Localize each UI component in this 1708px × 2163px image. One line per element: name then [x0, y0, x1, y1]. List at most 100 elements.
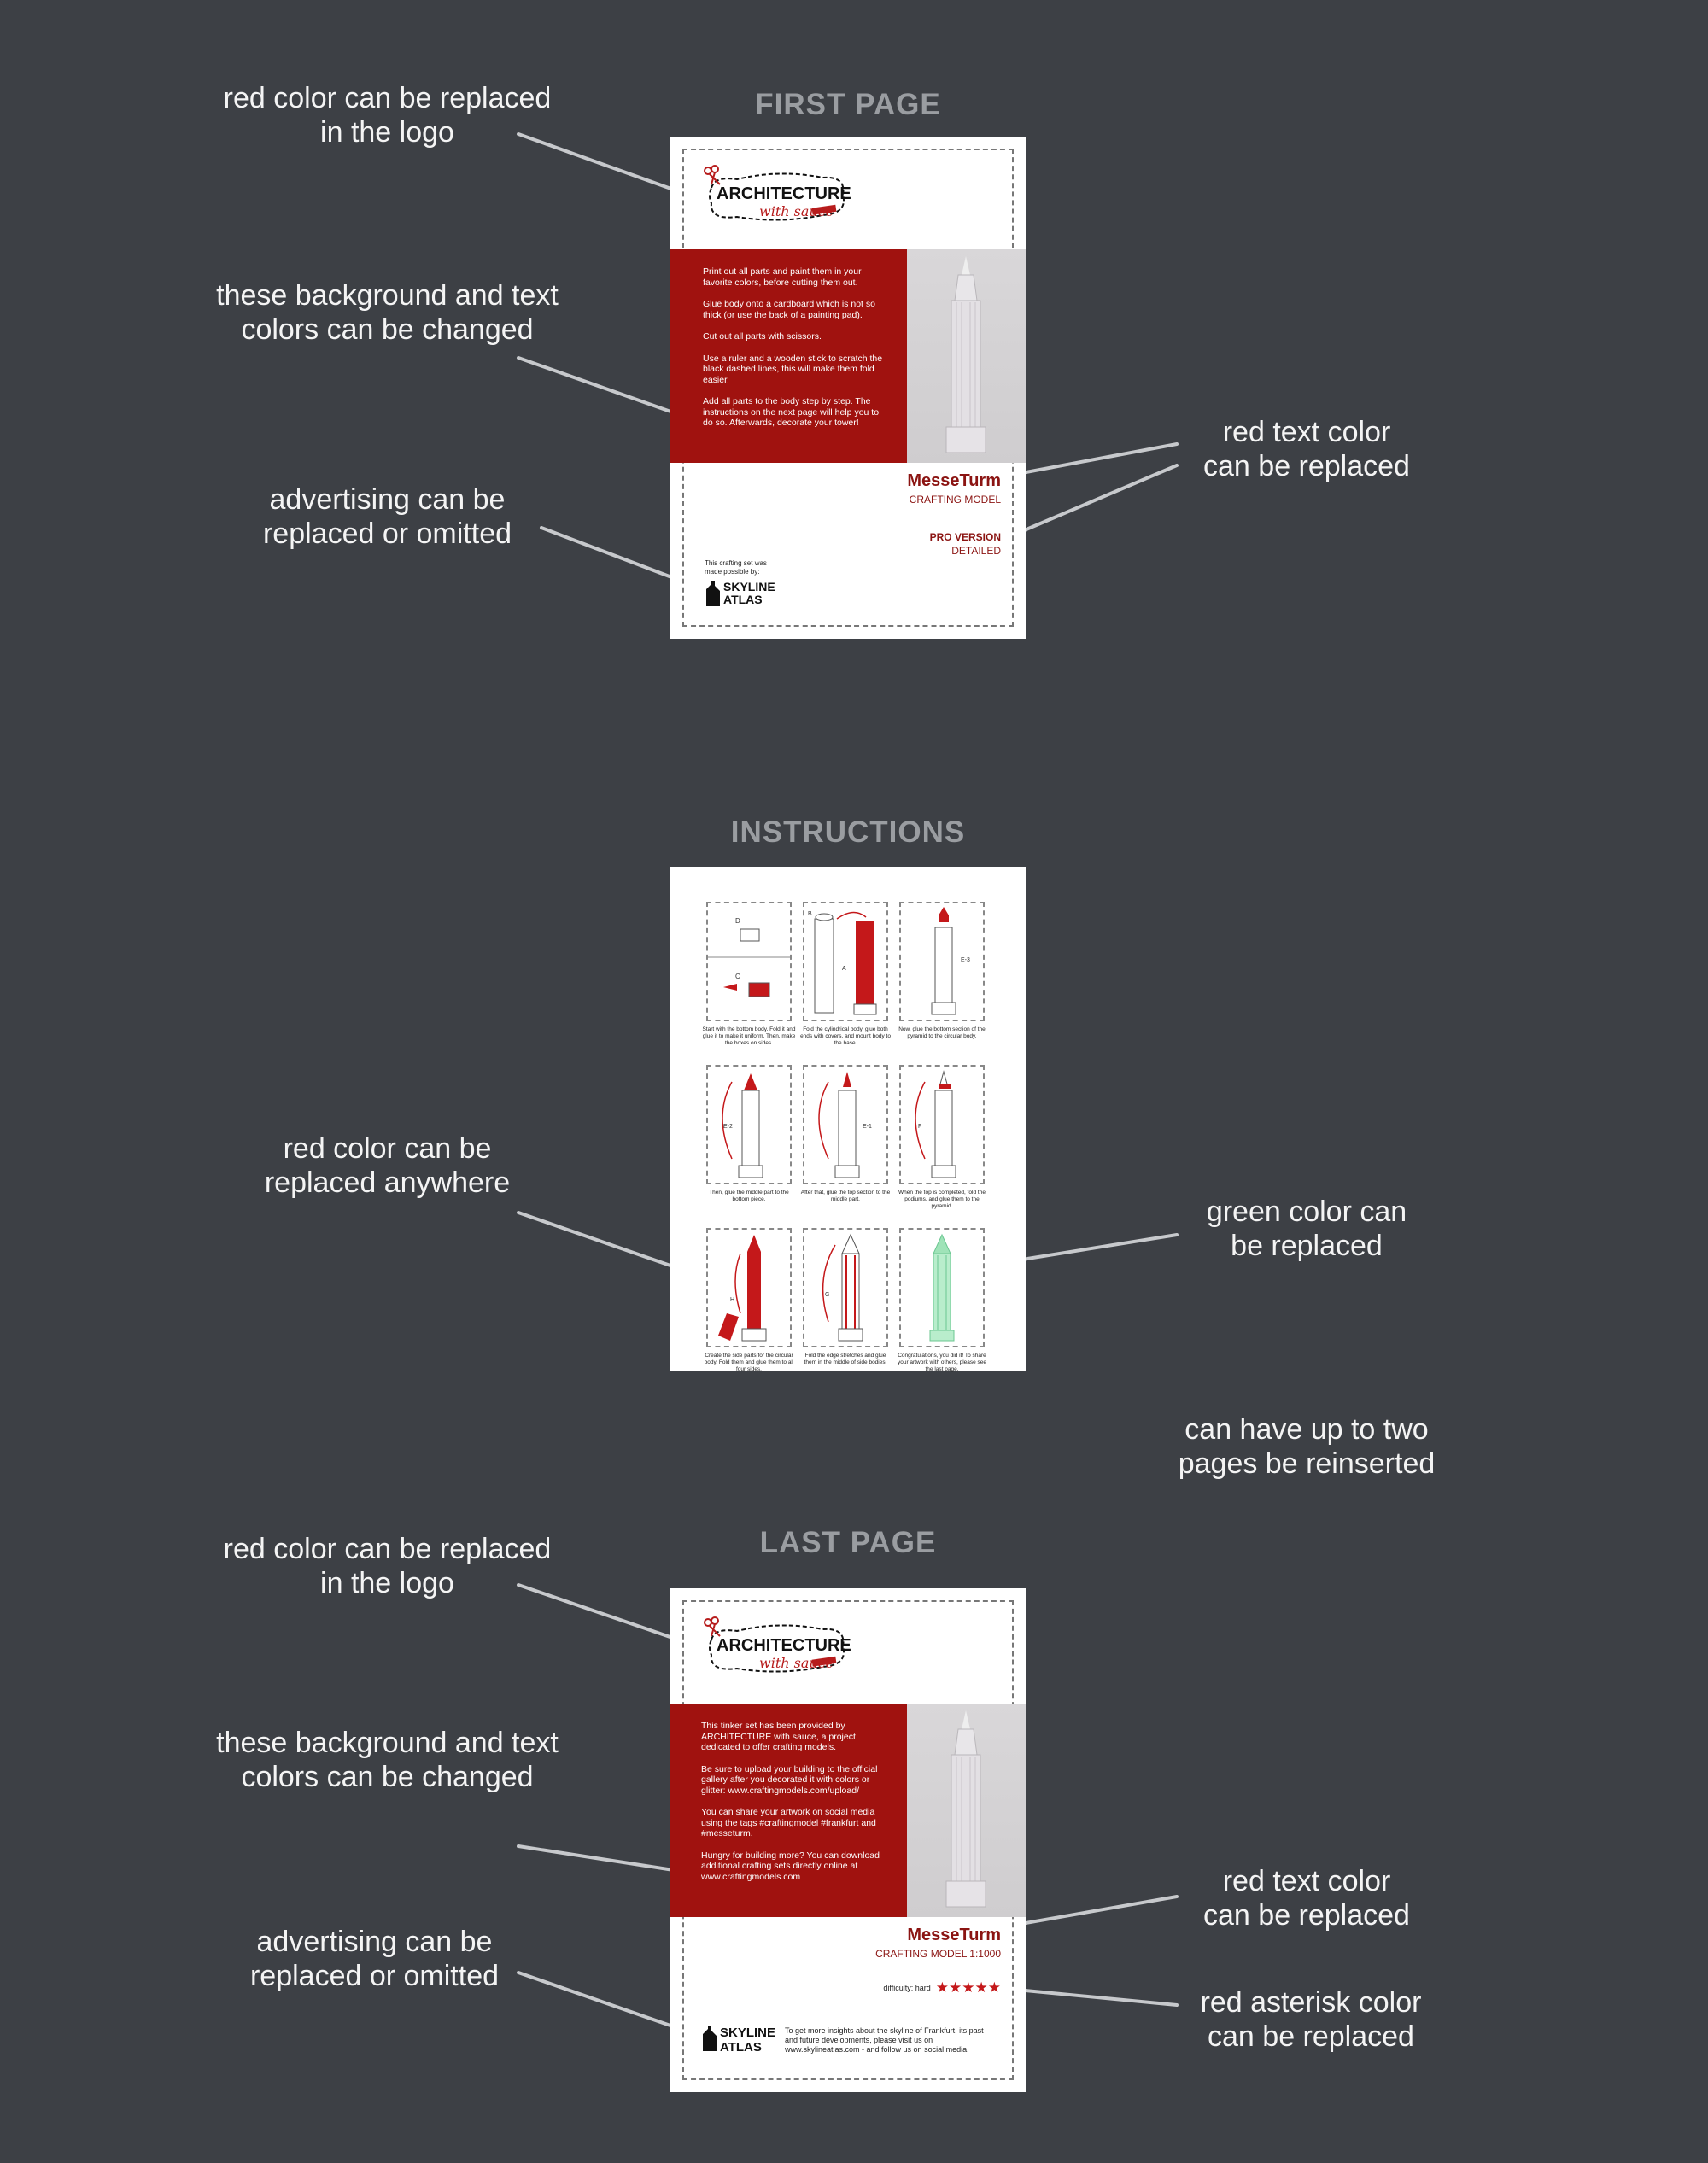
annotation-line: these background and text	[216, 279, 559, 312]
annotation-line: red color can be replaced	[223, 1533, 552, 1565]
annotation-line: green color can	[1206, 1195, 1407, 1228]
step-illustration: E-1	[818, 1072, 872, 1178]
skyline-atlas-logo-icon	[701, 2026, 718, 2051]
version-label: PRO VERSION	[929, 531, 1001, 543]
step-illustration: F	[915, 1070, 956, 1178]
leader-line	[1009, 464, 1179, 538]
logo-subtitle: with sauce	[759, 1655, 834, 1671]
annotation-line: can be replaced	[1203, 1899, 1410, 1932]
annotation-line: replaced anywhere	[264, 1166, 511, 1199]
svg-text:E-1: E-1	[863, 1124, 872, 1130]
annotation-red-asterisk: red asterisk color can be replaced	[1183, 1985, 1439, 2054]
step-illustration	[929, 1233, 955, 1342]
tower-illustration	[945, 1710, 986, 1908]
section-title-first-page: FIRST PAGE	[755, 88, 941, 121]
tower-photo	[907, 1704, 1026, 1917]
annotation-line: colors can be changed	[241, 1761, 534, 1793]
instruction-panel: Print out all parts and paint them in yo…	[670, 249, 907, 463]
svg-text:B: B	[808, 911, 812, 917]
skyline-atlas-logo-icon	[705, 581, 722, 606]
sponsor-logo-text: SKYLINE ATLAS	[723, 581, 775, 606]
annotation-red-text: red text color can be replaced	[1183, 1864, 1430, 1932]
step-frame	[899, 1065, 985, 1184]
step-frame	[803, 1228, 888, 1347]
leader-line	[517, 1844, 692, 1874]
step-2: B A Fold the cylindrical body, glue both…	[800, 902, 891, 1046]
step-illustration: E-3	[931, 907, 970, 1015]
difficulty-rating: difficulty: hard ★★★★★	[883, 1979, 1001, 1996]
leader-line	[1015, 1988, 1179, 2007]
annotation-line: advertising can be	[256, 1926, 493, 1958]
annotation-logo-red: red color can be replaced in the logo	[214, 1532, 561, 1600]
annotation-background-colors: these background and text colors can be …	[205, 278, 570, 347]
step-frame	[706, 1065, 792, 1184]
instruction-paragraph: Cut out all parts with scissors.	[703, 331, 822, 342]
step-frame	[706, 902, 792, 1021]
annotation-line: in the logo	[320, 1567, 454, 1599]
step-illustration: D C	[706, 917, 792, 997]
leader-line	[1004, 1233, 1179, 1264]
annotation-line: red text color	[1222, 416, 1391, 448]
scissors-icon	[704, 1616, 721, 1637]
difficulty-stars: ★★★★★	[935, 1979, 1001, 1996]
annotation-line: advertising can be	[269, 483, 506, 516]
scissors-icon	[704, 165, 721, 185]
instruction-paragraph: Use a ruler and a wooden stick to scratc…	[703, 353, 883, 385]
annotation-line: replaced or omitted	[249, 1960, 500, 1992]
annotation-line: these background and text	[216, 1727, 559, 1759]
step-8: G Fold the edge stretches and glue them …	[803, 1228, 888, 1365]
sponsor-name: ATLAS	[723, 593, 763, 606]
annotation-line: colors can be changed	[241, 313, 534, 346]
annotation-line: be replaced	[1231, 1230, 1383, 1262]
step-caption: Now, glue the bottom section of the pyra…	[898, 1026, 986, 1039]
leader-line	[517, 356, 692, 420]
footer-text: To get more insights about the skyline o…	[785, 2026, 984, 2054]
sponsor-line: made possible by:	[705, 568, 760, 576]
annotation-reinsert-pages: can have up to two pages be reinserted	[1161, 1412, 1452, 1481]
model-type: CRAFTING MODEL 1:1000	[875, 1948, 1001, 1960]
svg-text:C: C	[735, 973, 740, 980]
model-name: MesseTurm	[907, 471, 1001, 490]
annotation-line: red color can be replaced	[223, 82, 552, 114]
instruction-paragraph: Print out all parts and paint them in yo…	[703, 266, 862, 288]
step-illustration: B A	[808, 911, 877, 1015]
step-frame	[706, 1228, 792, 1347]
step-5: E-1 After that, glue the top section to …	[801, 1065, 890, 1202]
info-paragraph: Hungry for building more? You can downlo…	[701, 1850, 880, 1882]
step-4: E-2 Then, glue the middle part to the bo…	[706, 1065, 792, 1202]
step-illustration: G	[822, 1233, 863, 1342]
svg-text:E-2: E-2	[723, 1124, 733, 1130]
step-frame	[899, 1228, 985, 1347]
sponsor-text: This crafting set was made possible by:	[705, 559, 767, 576]
svg-text:E-3: E-3	[961, 957, 970, 963]
info-panel: This tinker set has been provided by ARC…	[670, 1704, 907, 1917]
info-paragraph: Be sure to upload your building to the o…	[701, 1763, 878, 1796]
step-9: Congratulations, you did it! To share yo…	[898, 1228, 986, 1372]
step-caption: Then, glue the middle part to the bottom…	[709, 1190, 789, 1202]
model-name: MesseTurm	[907, 1926, 1001, 1944]
first-page-preview: ARCHITECTURE with sauce Print out all pa…	[670, 137, 1026, 639]
step-frame	[899, 902, 985, 1021]
step-caption: Fold the edge stretches and glue them in…	[804, 1353, 887, 1365]
svg-text:G: G	[825, 1292, 829, 1298]
step-illustration: E-2	[722, 1073, 763, 1178]
tower-illustration	[945, 256, 986, 453]
annotation-advertising: advertising can be replaced or omitted	[235, 1925, 514, 1993]
instruction-paragraph: Add all parts to the body step by step. …	[703, 396, 880, 428]
info-paragraph: You can share your artwork on social med…	[701, 1807, 876, 1839]
annotation-red-text: red text color can be replaced	[1183, 415, 1430, 483]
step-frame	[803, 1065, 888, 1184]
annotation-line: can be replaced	[1208, 2020, 1414, 2053]
logo: ARCHITECTURE with sauce	[703, 1612, 851, 1684]
version-detail: DETAILED	[951, 545, 1001, 557]
leader-line	[517, 1211, 692, 1274]
annotation-line: red text color	[1222, 1865, 1391, 1897]
annotation-line: pages be reinserted	[1178, 1447, 1436, 1480]
step-caption: Fold the cylindrical body, glue both end…	[800, 1026, 891, 1046]
annotation-red-anywhere: red color can be replaced anywhere	[248, 1131, 527, 1200]
logo-frame	[704, 1616, 845, 1673]
step-6: F When the top is completed, fold the po…	[898, 1065, 986, 1209]
section-title-instructions: INSTRUCTIONS	[730, 816, 966, 849]
annotation-line: red asterisk color	[1200, 1986, 1422, 2019]
svg-text:A: A	[842, 966, 846, 972]
